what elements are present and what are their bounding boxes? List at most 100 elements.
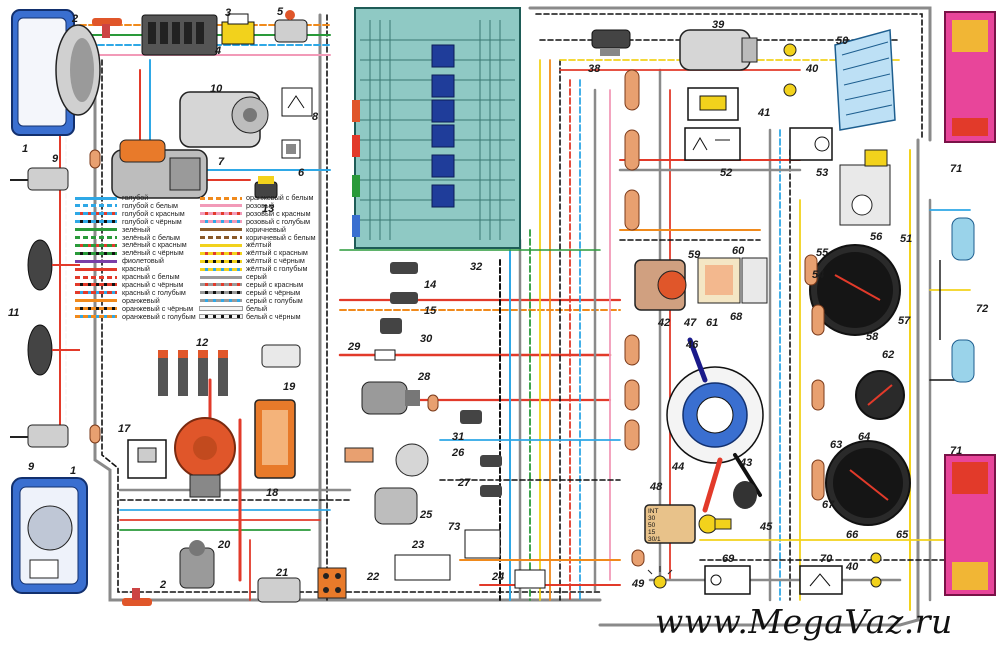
component-14	[390, 262, 418, 274]
label-7: 7	[218, 156, 225, 168]
legend-swatch	[75, 204, 117, 208]
legend-label: зелёный с красным	[122, 240, 187, 250]
tail-light-top	[944, 11, 996, 143]
label-51: 51	[900, 233, 912, 245]
fuse-box	[352, 7, 521, 249]
label-18: 18	[266, 487, 279, 499]
ignition-switch	[644, 504, 732, 544]
legend-swatch	[75, 236, 117, 239]
legend-swatch	[75, 228, 117, 232]
label-69: 69	[722, 553, 735, 565]
label-8: 8	[312, 111, 319, 123]
terminal-30: 30	[648, 515, 656, 522]
legend-label: голубой с белым	[122, 200, 178, 210]
legend-swatch	[200, 212, 242, 216]
label-39: 39	[712, 19, 725, 31]
combination-gauge	[825, 440, 911, 526]
label-24: 24	[491, 571, 504, 583]
legend-label: фиолетовый	[122, 256, 164, 266]
component-68	[741, 257, 768, 304]
relay-4	[221, 13, 255, 45]
component-73	[464, 529, 501, 559]
terminal-15: 15	[648, 529, 656, 536]
legend-label: розовый с красным	[246, 208, 311, 218]
heater-fan-switch	[789, 127, 833, 161]
component-31	[460, 410, 482, 424]
component-13	[254, 176, 278, 199]
label-42: 42	[657, 317, 670, 329]
legend-swatch	[75, 291, 117, 295]
hood-switch-top	[92, 18, 122, 38]
label-30: 30	[420, 333, 433, 345]
label-11: 11	[8, 307, 19, 319]
gauge-62	[855, 370, 905, 420]
legend-swatch	[200, 228, 242, 232]
label-31: 31	[452, 431, 464, 443]
legend-label: серый с чёрным	[246, 287, 301, 297]
label-28: 28	[417, 371, 431, 383]
legend-swatch	[200, 251, 242, 255]
label-47: 47	[683, 317, 697, 329]
legend-swatch	[200, 283, 242, 287]
label-2a: 2	[71, 13, 78, 25]
legend-swatch	[75, 267, 117, 271]
legend-swatch	[75, 243, 117, 247]
component-15	[390, 292, 418, 304]
legend-swatch	[75, 283, 117, 287]
terminal-30-1: 30/1	[648, 536, 661, 543]
label-40b: 40	[845, 561, 859, 573]
legend-label: оранжевый с чёрным	[122, 303, 194, 313]
spark-plugs	[158, 350, 228, 396]
legend-swatch	[75, 259, 117, 263]
label-62: 62	[882, 349, 894, 361]
legend-swatch	[200, 243, 242, 247]
label-32: 32	[470, 261, 482, 273]
label-58: 58	[866, 331, 879, 343]
label-21: 21	[275, 567, 288, 579]
connectors	[89, 69, 825, 567]
component-70	[799, 565, 843, 595]
legend-swatch	[75, 315, 117, 318]
label-53: 53	[816, 167, 828, 179]
legend-label: серый с голубым	[246, 295, 303, 305]
component-38	[591, 29, 631, 56]
component-28	[361, 381, 420, 415]
legend-label: коричневый	[246, 224, 286, 234]
legend-label: серый	[246, 272, 267, 281]
label-50: 50	[836, 35, 849, 47]
label-14: 14	[424, 279, 436, 291]
component-21	[257, 577, 301, 603]
label-65: 65	[896, 529, 909, 541]
headlight-left-top	[11, 9, 101, 136]
legend-swatch	[199, 314, 243, 319]
label-55: 55	[816, 247, 829, 259]
legend-label: жёлтый с голубым	[246, 264, 308, 274]
terminal-int: INT	[648, 508, 659, 515]
legend-label: красный с белым	[122, 272, 180, 281]
legend-swatch	[200, 291, 242, 295]
label-71a: 71	[950, 163, 962, 175]
label-41: 41	[757, 107, 770, 119]
legend-label: зелёный	[122, 224, 151, 234]
label-45: 45	[759, 521, 773, 533]
sensor-9-bottom	[10, 424, 69, 448]
legend-label: голубой с чёрным	[122, 216, 182, 226]
legend-swatch	[199, 306, 243, 312]
side-lamps	[939, 217, 975, 383]
legend-swatch	[75, 220, 117, 224]
component-20	[179, 540, 215, 589]
component-39	[679, 29, 758, 71]
legend-swatch	[200, 275, 242, 279]
wiper-motor	[344, 443, 429, 525]
label-48: 48	[649, 481, 663, 493]
label-10: 10	[210, 83, 223, 95]
label-67: 67	[822, 499, 835, 511]
legend-swatch	[200, 259, 242, 263]
label-46: 46	[685, 339, 699, 351]
component-8	[281, 87, 313, 117]
label-3: 3	[225, 7, 231, 19]
label-59: 59	[688, 249, 701, 261]
bulbs-40-bottom	[870, 552, 882, 588]
starter	[111, 139, 208, 199]
